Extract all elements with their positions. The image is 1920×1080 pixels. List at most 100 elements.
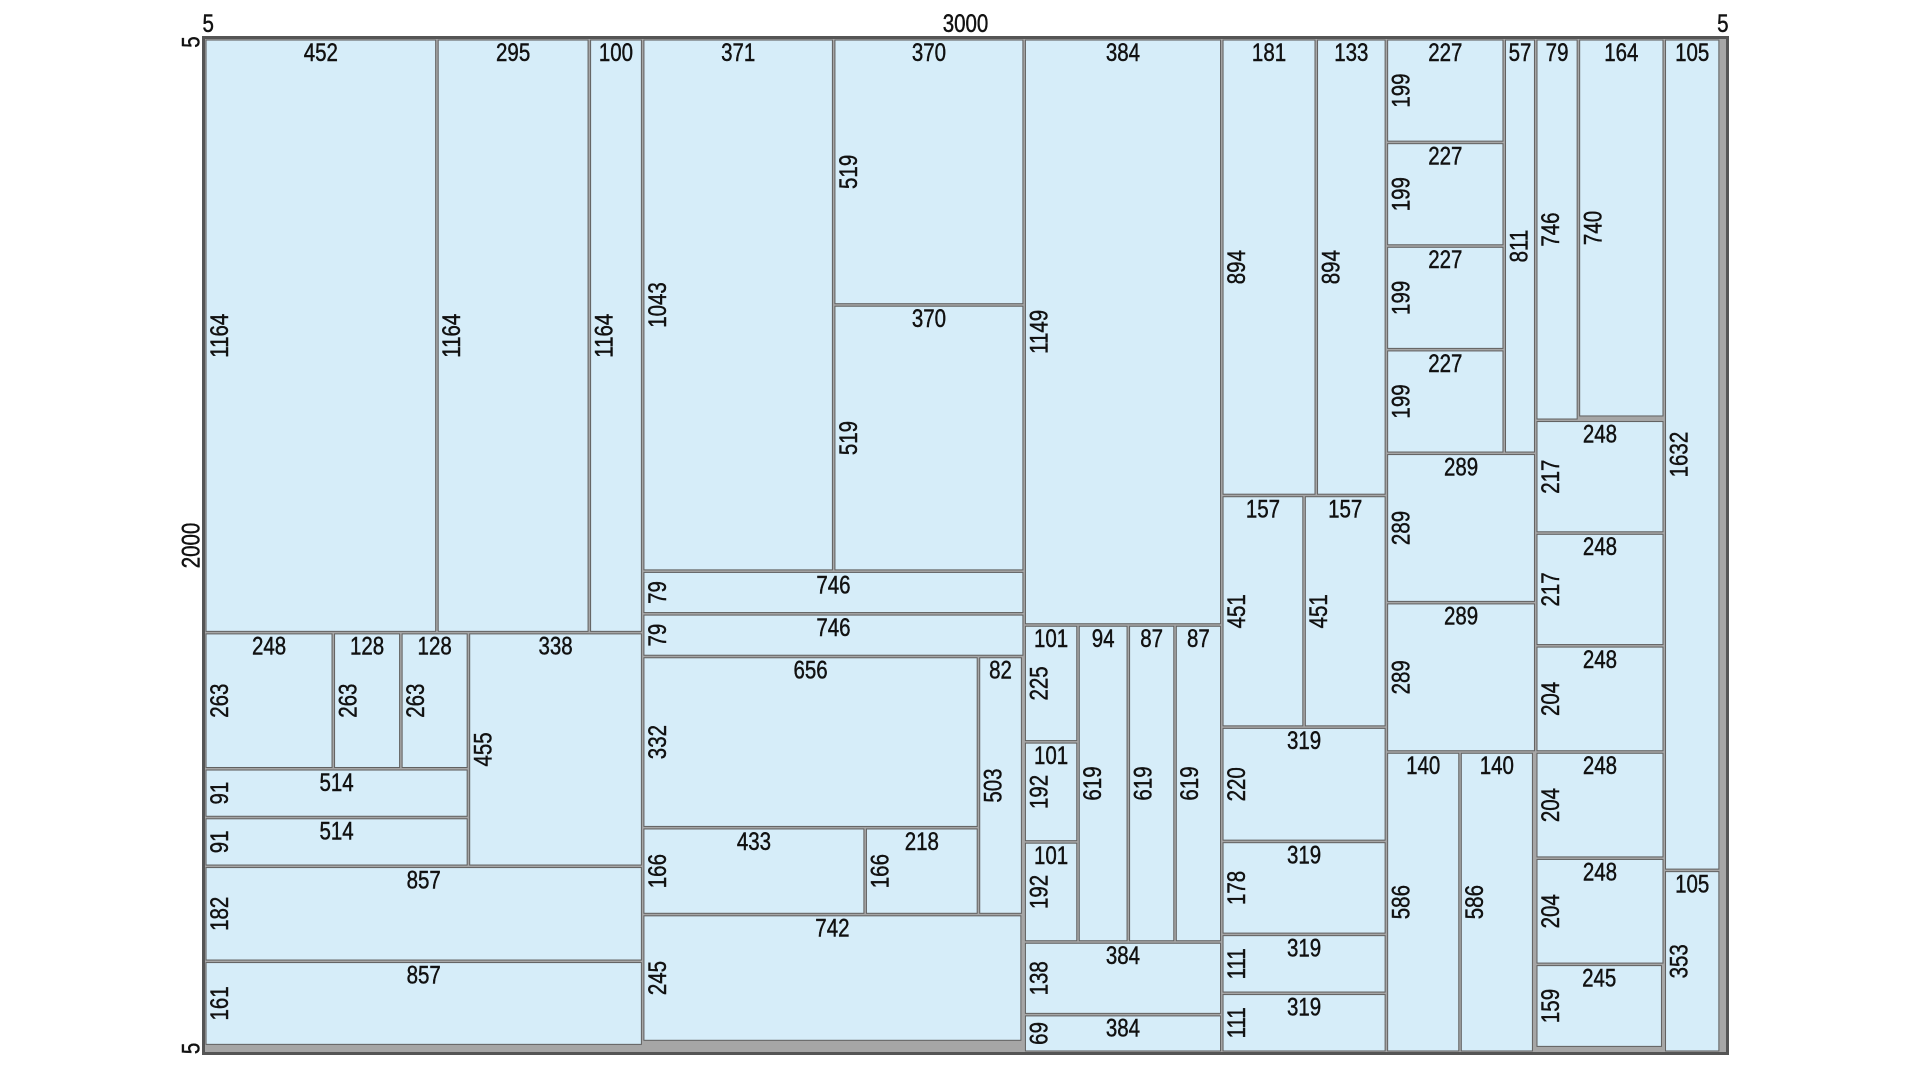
svg-text:586: 586 (1387, 885, 1415, 919)
svg-text:514: 514 (320, 768, 354, 796)
svg-text:181: 181 (1252, 38, 1286, 66)
svg-text:433: 433 (737, 827, 771, 855)
svg-text:204: 204 (1536, 788, 1564, 822)
svg-text:199: 199 (1387, 177, 1415, 211)
svg-text:619: 619 (1175, 766, 1203, 800)
svg-text:894: 894 (1316, 250, 1344, 284)
svg-text:455: 455 (469, 732, 497, 766)
svg-text:1632: 1632 (1664, 432, 1692, 478)
svg-text:79: 79 (1546, 38, 1569, 66)
svg-text:1164: 1164 (437, 313, 465, 357)
svg-text:101: 101 (1034, 624, 1068, 652)
svg-text:87: 87 (1187, 624, 1210, 652)
svg-text:101: 101 (1034, 841, 1068, 869)
svg-text:746: 746 (1536, 212, 1564, 246)
svg-text:1149: 1149 (1024, 310, 1052, 354)
svg-text:199: 199 (1387, 384, 1415, 418)
svg-text:245: 245 (1582, 963, 1616, 991)
svg-text:263: 263 (205, 684, 233, 718)
svg-text:656: 656 (793, 656, 827, 684)
svg-text:452: 452 (304, 38, 338, 66)
svg-text:263: 263 (333, 684, 361, 718)
svg-text:94: 94 (1092, 624, 1115, 652)
svg-text:384: 384 (1106, 1014, 1140, 1042)
svg-text:1164: 1164 (205, 313, 233, 357)
svg-text:2000: 2000 (177, 523, 205, 569)
svg-text:82: 82 (989, 656, 1012, 684)
svg-text:164: 164 (1604, 38, 1638, 66)
svg-text:192: 192 (1024, 775, 1052, 809)
svg-text:619: 619 (1078, 766, 1106, 800)
svg-text:332: 332 (643, 725, 671, 759)
svg-text:220: 220 (1222, 767, 1250, 801)
svg-text:289: 289 (1444, 602, 1478, 630)
svg-text:338: 338 (538, 632, 572, 660)
svg-text:111: 111 (1222, 1007, 1250, 1038)
svg-text:384: 384 (1106, 38, 1140, 66)
svg-text:5: 5 (177, 36, 205, 47)
svg-text:289: 289 (1444, 452, 1478, 480)
svg-text:100: 100 (599, 38, 633, 66)
svg-text:199: 199 (1387, 281, 1415, 315)
svg-text:289: 289 (1387, 660, 1415, 694)
svg-text:199: 199 (1387, 73, 1415, 107)
svg-text:451: 451 (1304, 594, 1332, 628)
svg-text:105: 105 (1675, 38, 1709, 66)
svg-text:140: 140 (1406, 751, 1440, 779)
svg-text:159: 159 (1536, 989, 1564, 1023)
svg-text:91: 91 (205, 782, 233, 805)
svg-text:586: 586 (1460, 885, 1488, 919)
svg-text:157: 157 (1328, 495, 1362, 523)
svg-text:319: 319 (1287, 726, 1321, 754)
svg-text:140: 140 (1480, 751, 1514, 779)
svg-text:227: 227 (1428, 142, 1462, 170)
svg-text:227: 227 (1428, 38, 1462, 66)
svg-text:161: 161 (205, 986, 233, 1020)
svg-text:1043: 1043 (643, 282, 671, 328)
svg-text:192: 192 (1024, 875, 1052, 909)
svg-text:370: 370 (912, 304, 946, 332)
svg-text:248: 248 (1583, 532, 1617, 560)
svg-text:57: 57 (1509, 38, 1532, 66)
svg-text:319: 319 (1287, 841, 1321, 869)
svg-text:451: 451 (1222, 594, 1250, 628)
svg-text:245: 245 (643, 961, 671, 995)
svg-text:503: 503 (979, 768, 1007, 802)
svg-text:182: 182 (205, 897, 233, 931)
svg-text:857: 857 (407, 960, 441, 988)
svg-text:248: 248 (1583, 419, 1617, 447)
svg-text:519: 519 (834, 155, 862, 189)
svg-text:105: 105 (1675, 869, 1709, 897)
svg-text:227: 227 (1428, 245, 1462, 273)
svg-text:514: 514 (320, 817, 354, 845)
svg-text:619: 619 (1128, 766, 1156, 800)
svg-text:319: 319 (1287, 992, 1321, 1020)
svg-text:111: 111 (1222, 948, 1250, 979)
svg-text:248: 248 (1583, 645, 1617, 673)
svg-text:248: 248 (252, 632, 286, 660)
svg-text:133: 133 (1334, 38, 1368, 66)
svg-text:1164: 1164 (589, 313, 617, 357)
svg-text:5: 5 (177, 1043, 205, 1054)
svg-text:128: 128 (350, 632, 384, 660)
svg-text:319: 319 (1287, 934, 1321, 962)
svg-text:178: 178 (1222, 871, 1250, 905)
svg-text:289: 289 (1387, 511, 1415, 545)
svg-text:225: 225 (1024, 666, 1052, 700)
svg-text:91: 91 (205, 831, 233, 854)
svg-text:894: 894 (1222, 250, 1250, 284)
svg-text:166: 166 (865, 854, 893, 888)
svg-text:5: 5 (1717, 9, 1728, 37)
svg-text:79: 79 (643, 624, 671, 647)
svg-text:218: 218 (905, 827, 939, 855)
svg-text:746: 746 (816, 570, 850, 598)
svg-text:87: 87 (1140, 624, 1163, 652)
svg-text:157: 157 (1246, 495, 1280, 523)
svg-text:248: 248 (1583, 751, 1617, 779)
svg-text:370: 370 (912, 38, 946, 66)
svg-text:742: 742 (815, 914, 849, 942)
svg-text:69: 69 (1024, 1022, 1052, 1045)
svg-text:746: 746 (816, 613, 850, 641)
svg-text:857: 857 (407, 865, 441, 893)
svg-text:384: 384 (1106, 941, 1140, 969)
